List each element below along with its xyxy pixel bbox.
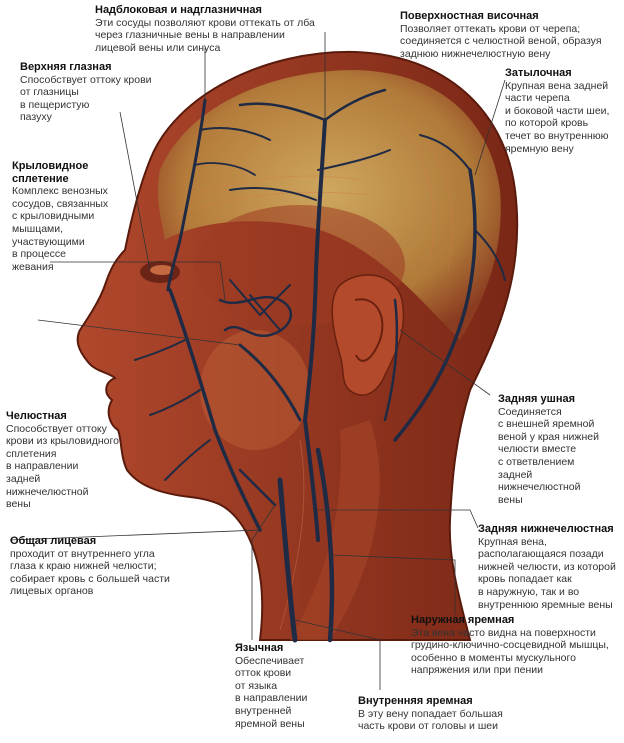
label-maxillary: Челюстная Способствует оттоку крови из к…	[6, 410, 126, 511]
label-title: Поверхностная височная	[400, 10, 539, 22]
leader-lines	[9, 32, 506, 690]
label-desc: Обеспечивает отток крови от языка в напр…	[235, 654, 308, 730]
label-title: Надблоковая и надглазничная	[95, 4, 262, 16]
label-posterior-auricular: Задняя ушная Соединяется с внешней яремн…	[498, 393, 620, 506]
masseter-muscle	[200, 330, 310, 450]
label-title: Верхняя глазная	[20, 61, 112, 73]
label-desc: Крупная вена задней части черепа и боков…	[505, 79, 610, 155]
label-title: Крыловидное сплетение	[12, 160, 89, 185]
label-occipital: Затылочная Крупная вена задней части чер…	[505, 67, 621, 155]
neck-muscle	[290, 420, 380, 640]
label-desc: Соединяется с внешней яремной веной у кр…	[498, 405, 599, 506]
label-superior-ophthalmic: Верхняя глазная Способствует оттоку кров…	[20, 61, 160, 124]
vein-network	[134, 88, 506, 643]
label-desc: В эту вену попадает большая часть крови …	[358, 707, 503, 733]
label-common-facial: Общая лицевая проходит от внутреннего уг…	[10, 535, 230, 598]
label-desc: Способствует оттоку крови от глазницы в …	[20, 73, 152, 124]
label-desc: Способствует оттоку крови из крыловидног…	[6, 422, 119, 511]
label-title: Челюстная	[6, 410, 67, 422]
label-supratrochlear: Надблоковая и надглазничная Эти сосуды п…	[95, 4, 315, 54]
label-title: Общая лицевая	[10, 535, 97, 547]
label-internal-jugular: Внутренняя яремная В эту вену попадает б…	[358, 695, 518, 733]
label-title: Задняя ушная	[498, 393, 575, 405]
label-retromandibular: Задняя нижнечелюстная Крупная вена, расп…	[478, 523, 623, 611]
label-desc: Эта вена часто видна на поверхности груд…	[411, 626, 609, 677]
ear	[331, 274, 405, 396]
skull-region	[157, 70, 501, 340]
label-lingual: Язычная Обеспечивает отток крови от язык…	[235, 642, 345, 730]
label-desc: Комплекс венозных сосудов, связанных с к…	[12, 185, 109, 273]
label-title: Внутренняя яремная	[358, 695, 473, 707]
label-title: Затылочная	[505, 67, 572, 79]
label-pterygoid: Крыловидное сплетение Комплекс венозных …	[12, 160, 132, 273]
label-title: Язычная	[235, 642, 284, 654]
label-desc: Крупная вена, располагающаяся позади ниж…	[478, 535, 616, 611]
label-external-jugular: Наружная яремная Эта вена часто видна на…	[411, 614, 621, 677]
label-title: Задняя нижнечелюстная	[478, 523, 614, 535]
label-superficial-temporal: Поверхностная височная Позволяет оттекат…	[400, 10, 615, 60]
label-title: Наружная яремная	[411, 614, 515, 626]
label-desc: Эти сосуды позволяют крови оттекать от л…	[95, 16, 315, 54]
eyelid-highlight	[150, 265, 174, 275]
ear-inner	[354, 298, 384, 362]
label-desc: проходит от внутреннего угла глаза к кра…	[10, 547, 170, 598]
label-desc: Позволяет оттекать крови от черепа; соед…	[400, 22, 602, 60]
